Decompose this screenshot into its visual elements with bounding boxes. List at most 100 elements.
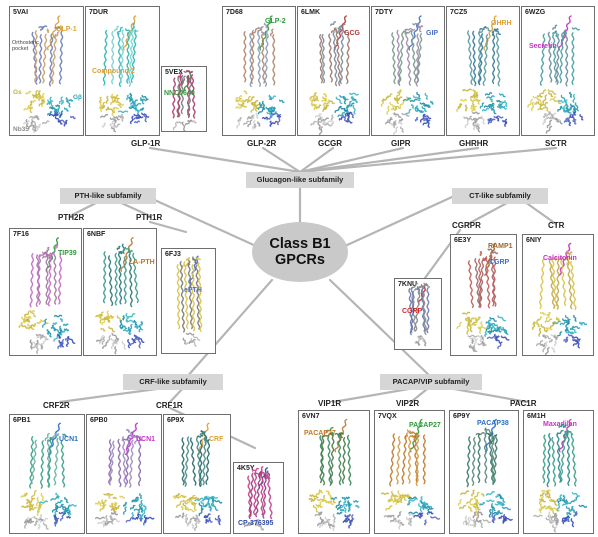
gs-label: Gs [13, 89, 22, 96]
receptor-pac1r: PAC1R [510, 399, 537, 408]
ligand-label: ePTH [184, 287, 202, 294]
protein-structure-drawing [172, 69, 197, 131]
pdb-id: 6NIY [526, 237, 542, 244]
receptor-cgrpr: CGRPR [452, 221, 481, 230]
protein-structure-drawing [98, 15, 150, 133]
protein-structure-drawing [243, 466, 273, 531]
family-glucagon-label: Glucagon-like subfamily [256, 175, 344, 185]
pdb-id: 5VEX [165, 69, 183, 76]
center-line-1: Class B1 [269, 235, 331, 252]
receptor-gipr: GIPR [391, 139, 411, 148]
ligand-label: CGRP [489, 259, 510, 266]
structure-panel-6p9y: 6P9Y PACAP38 [449, 410, 519, 534]
structure-panel-6fj3: 6FJ3 ePTH [161, 248, 216, 354]
receptor-ghrhr: GHRHR [459, 139, 489, 148]
center-line-2: GPCRs [275, 252, 325, 268]
structure-panel-7dty: 7DTY GIP [371, 6, 445, 136]
structure-panel-6nbf: 6NBF LA-PTH [83, 228, 157, 356]
note-line-1: Orthosteric [12, 40, 39, 46]
ligand-label: Calcitonin [543, 255, 577, 262]
structure-panel-7f16: 7F16 TIP39 [9, 228, 82, 356]
family-ct-label: CT-like subfamily [469, 191, 531, 201]
pdb-id: 5VAI [13, 9, 29, 16]
family-pacap-vip: PACAP/VIP subfamily [380, 374, 482, 390]
family-pth-like: PTH-like subfamily [60, 188, 156, 204]
ligand-label: CGRP [402, 308, 423, 315]
ligand-label: GHRH [491, 20, 512, 27]
pdb-id: 7DUR [89, 9, 109, 16]
ligand-label: TIP39 [58, 250, 77, 257]
receptor-ctr: CTR [548, 221, 565, 230]
pdb-id: 6NBF [87, 231, 106, 238]
pdb-id: 6P9X [167, 417, 185, 424]
ligand-label: GIP [426, 30, 439, 37]
structure-panel-6pb1: 6PB1 UCN1 [9, 414, 85, 534]
receptor-pth1r: PTH1R [136, 213, 163, 222]
structure-panel-6niy: 6NIY Calcitonin [522, 234, 594, 356]
note-line-2: pocket [12, 45, 29, 52]
protein-structure-drawing [527, 15, 584, 134]
ligand-label: CP-376395 [238, 520, 274, 527]
family-crf-like: CRF-like subfamily [123, 374, 223, 390]
structure-panel-7vqx: 7VQX PACAP27 [374, 410, 445, 534]
structure-panel-6lmk: 6LMK GCG [297, 6, 370, 136]
structure-panel-6pb0: 6PB0 UCN1 [86, 414, 162, 534]
structure-panel-5vex: 5VEX NNC0640 [161, 66, 207, 132]
pdb-id: 6P9Y [453, 413, 471, 420]
protein-structure-drawing [380, 15, 434, 135]
protein-structure-drawing [95, 237, 145, 355]
receptor-pth2r: PTH2R [58, 213, 85, 222]
receptor-sctr: SCTR [545, 139, 567, 148]
ligand-label: CRF [209, 436, 224, 443]
receptor-vip1r: VIP1R [318, 399, 342, 408]
protein-structure-drawing [20, 422, 77, 530]
pdb-id: 6PB1 [13, 417, 31, 424]
structure-panel-6m1h: 6M1H Maxadilan [523, 410, 594, 534]
structure-panel-6vn7: 6VN7 PACAP27 [298, 410, 370, 534]
receptor-vip2r: VIP2R [396, 399, 420, 408]
pdb-id: 7CZ5 [450, 9, 468, 16]
receptor-crf1r: CRF1R [156, 401, 183, 410]
receptor-gcgr: GCGR [318, 139, 342, 148]
family-pth-label: PTH-like subfamily [74, 191, 142, 201]
structure-panel-6wzg: 6WZG Secretin [521, 6, 595, 136]
protein-structure-drawing [94, 422, 155, 528]
pdb-id: 6VN7 [302, 413, 320, 420]
structure-panel-6p9x: 6P9X CRF [163, 414, 231, 534]
structure-panel-7d68: 7D68 GLP-2 [222, 6, 296, 136]
nb35-label: Nb35 [13, 126, 29, 133]
protein-structure-drawing [23, 15, 76, 134]
protein-structure-drawing [457, 418, 513, 529]
family-ct-like: CT-like subfamily [452, 188, 548, 204]
pdb-id: 7DTY [375, 9, 393, 16]
structure-panel-7knu: 7KNU CGRP [394, 278, 442, 350]
ligand-label: UCN1 [59, 436, 79, 443]
pdb-id: 7F16 [13, 231, 29, 238]
structure-panel-7cz5: 7CZ5 GHRH [446, 6, 520, 136]
ramp1-label: RAMP1 [488, 243, 513, 250]
pdb-id: 6WZG [525, 9, 546, 16]
structure-panel-6e3y: 6E3Y RAMP1 CGRP [450, 234, 517, 356]
ligand-label: PACAP38 [477, 420, 509, 427]
structure-panel-7dur: 7DUR Compound 2 [85, 6, 160, 136]
structure-panel-4k5y: 4K5Y CP-376395 [233, 462, 284, 534]
ligand-label: Compound 2 [92, 68, 135, 75]
pdb-id: 6M1H [527, 413, 546, 420]
pdb-id: 7D68 [226, 9, 243, 16]
receptor-glp2r: GLP-2R [247, 139, 277, 148]
ligand-label: GCG [344, 30, 360, 37]
ligand-label: NNC0640 [164, 90, 195, 97]
protein-structure-drawing [235, 15, 285, 130]
pdb-id: 6PB0 [90, 417, 108, 424]
pdb-id: 4K5Y [237, 465, 255, 472]
protein-structure-drawing [408, 282, 431, 347]
ligand-label: Secretin [529, 43, 557, 50]
protein-structure-drawing [531, 242, 588, 355]
protein-structure-drawing [308, 418, 360, 532]
pdb-id: 6FJ3 [165, 251, 181, 258]
ligand-label: Maxadilan [543, 421, 577, 428]
